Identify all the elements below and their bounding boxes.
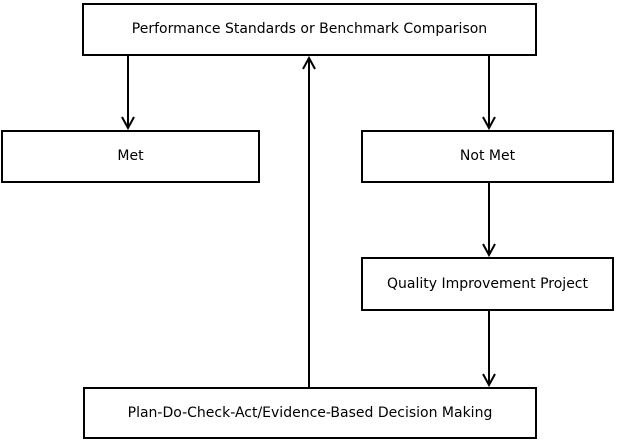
arrow-quality-improvement-to-pdca	[482, 311, 496, 388]
node-pdca-decision-making: Plan-Do-Check-Act/Evidence-Based Decisio…	[83, 387, 537, 439]
node-met: Met	[1, 130, 260, 183]
node-performance-standards-label: Performance Standards or Benchmark Compa…	[131, 21, 488, 38]
node-met-label: Met	[117, 148, 144, 165]
node-not-met: Not Met	[361, 130, 614, 183]
arrow-performance-to-met	[121, 56, 135, 131]
node-not-met-label: Not Met	[459, 148, 516, 165]
node-performance-standards: Performance Standards or Benchmark Compa…	[82, 3, 537, 56]
node-quality-improvement-project-label: Quality Improvement Project	[386, 275, 588, 292]
node-quality-improvement-project: Quality Improvement Project	[361, 257, 614, 311]
arrow-performance-to-not-met	[482, 56, 496, 131]
node-pdca-decision-making-label: Plan-Do-Check-Act/Evidence-Based Decisio…	[127, 404, 493, 421]
arrow-pdca-to-performance	[302, 55, 316, 387]
arrow-not-met-to-quality-improvement	[482, 183, 496, 258]
